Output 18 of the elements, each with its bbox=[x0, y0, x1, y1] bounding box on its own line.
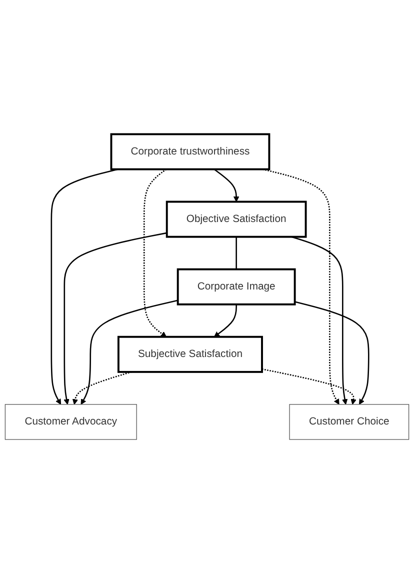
node-box: Customer Choice bbox=[289, 404, 410, 440]
node-box: Subjective Satisfaction bbox=[117, 336, 263, 373]
arrow bbox=[72, 370, 132, 404]
arrow bbox=[262, 168, 340, 404]
node-box: Corporate Image bbox=[176, 268, 296, 306]
arrow bbox=[262, 368, 356, 404]
arrow bbox=[294, 300, 370, 404]
arrow bbox=[214, 168, 240, 202]
arrow bbox=[80, 299, 178, 404]
arrow bbox=[50, 168, 118, 404]
node-box: Corporate trustworthiness bbox=[110, 132, 270, 170]
node-box: Objective Satisfaction bbox=[166, 200, 307, 238]
arrow bbox=[291, 236, 348, 404]
arrow bbox=[214, 304, 237, 337]
connector bbox=[236, 236, 237, 269]
node-box: Customer Advocacy bbox=[4, 404, 137, 440]
arrow bbox=[143, 168, 167, 337]
arrow bbox=[64, 232, 167, 404]
